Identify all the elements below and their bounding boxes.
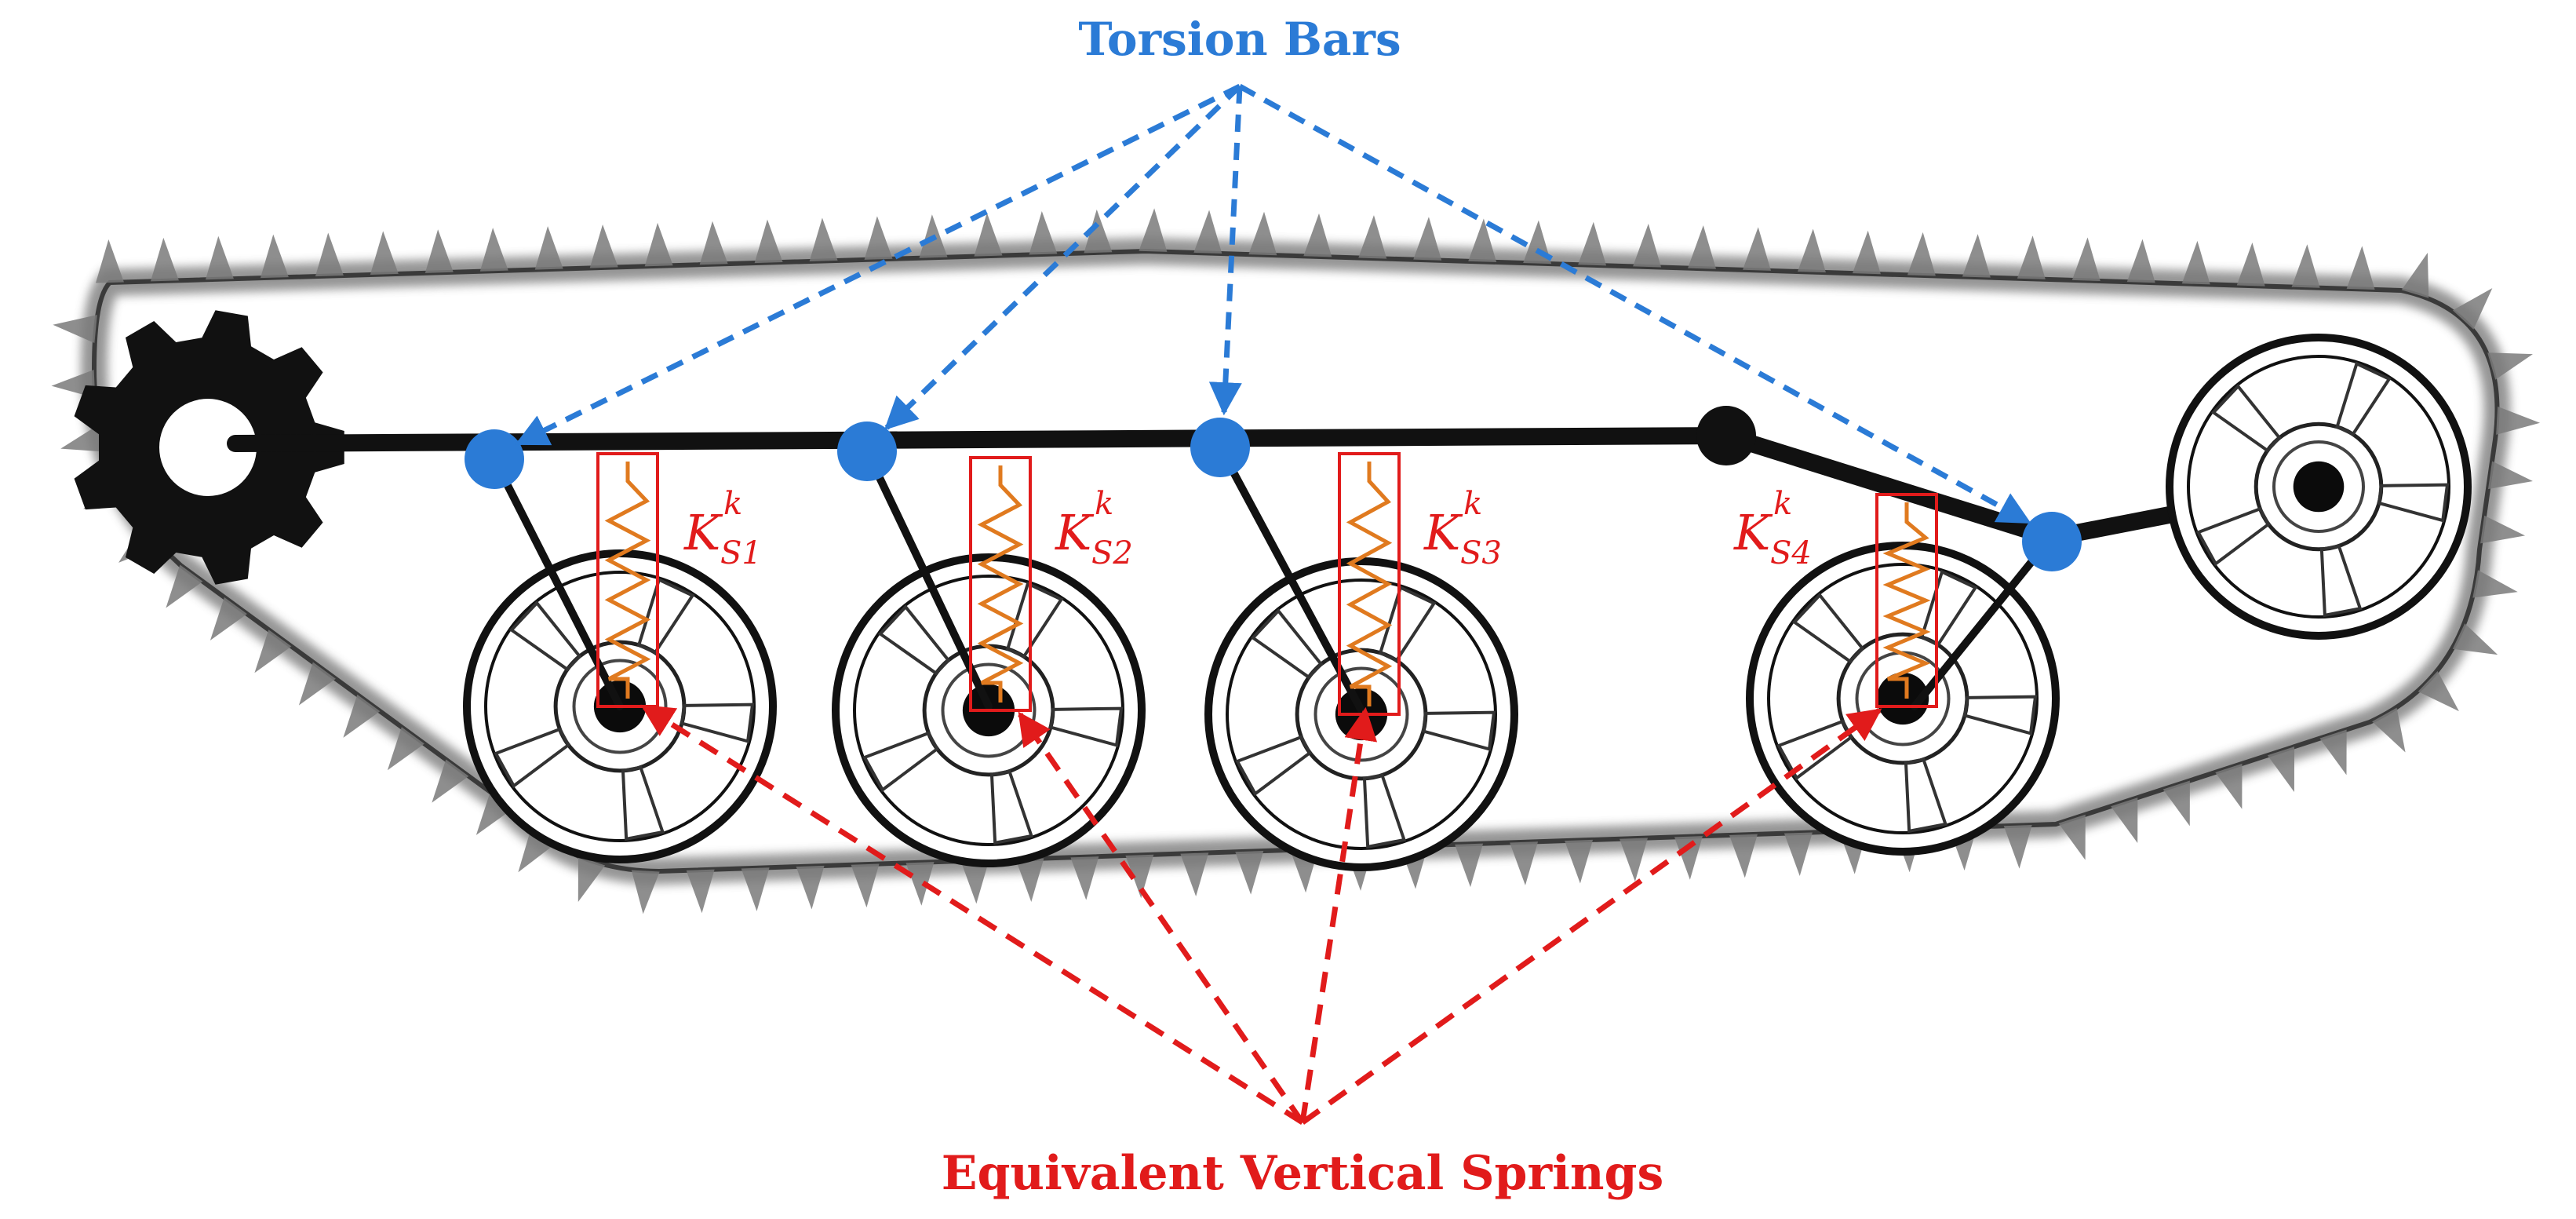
svg-text:S3: S3	[1460, 535, 1502, 571]
spring-arrows	[640, 704, 1882, 1125]
track-teeth	[51, 208, 2541, 914]
spring-constant-label-3: K k S3	[1423, 486, 1502, 571]
svg-text:k: k	[723, 486, 742, 522]
idler-wheel-disc	[2166, 334, 2472, 640]
svg-text:K: K	[1423, 504, 1463, 561]
torsion-bars-label: Torsion Bars	[1078, 13, 1401, 66]
torsion-node-3	[1190, 418, 1250, 477]
torsion-bar-nodes	[465, 406, 2082, 571]
spring-constant-label-1: K k S1	[683, 486, 762, 571]
svg-text:S4: S4	[1770, 535, 1812, 571]
torsion-node-4	[2022, 512, 2082, 571]
svg-text:S1: S1	[720, 535, 762, 571]
svg-text:S2: S2	[1091, 535, 1133, 571]
spring-2	[969, 456, 1032, 712]
torsion-arrows	[515, 83, 2031, 525]
pivot-node-black	[1696, 406, 1756, 465]
torsion-node-2	[837, 422, 897, 481]
idler-wheel	[2166, 334, 2472, 640]
hull-beam	[227, 427, 2323, 546]
svg-text:K: K	[683, 504, 723, 561]
drive-sprocket	[74, 310, 344, 585]
svg-text:k: k	[1463, 486, 1482, 522]
svg-text:k: k	[1095, 486, 1113, 522]
spring-4	[1875, 493, 1938, 708]
svg-text:k: k	[1773, 486, 1792, 522]
spring-constant-label-2: K k S2	[1055, 486, 1133, 571]
svg-text:K: K	[1055, 504, 1095, 561]
torsion-node-1	[465, 429, 524, 489]
spring-1	[596, 452, 659, 708]
spring-constant-label-4: K k S4	[1733, 486, 1812, 571]
road-wheels	[463, 542, 2060, 871]
equivalent-springs-label: Equivalent Vertical Springs	[942, 1146, 1664, 1201]
equivalent-springs	[596, 452, 1938, 716]
svg-text:K: K	[1733, 504, 1773, 561]
